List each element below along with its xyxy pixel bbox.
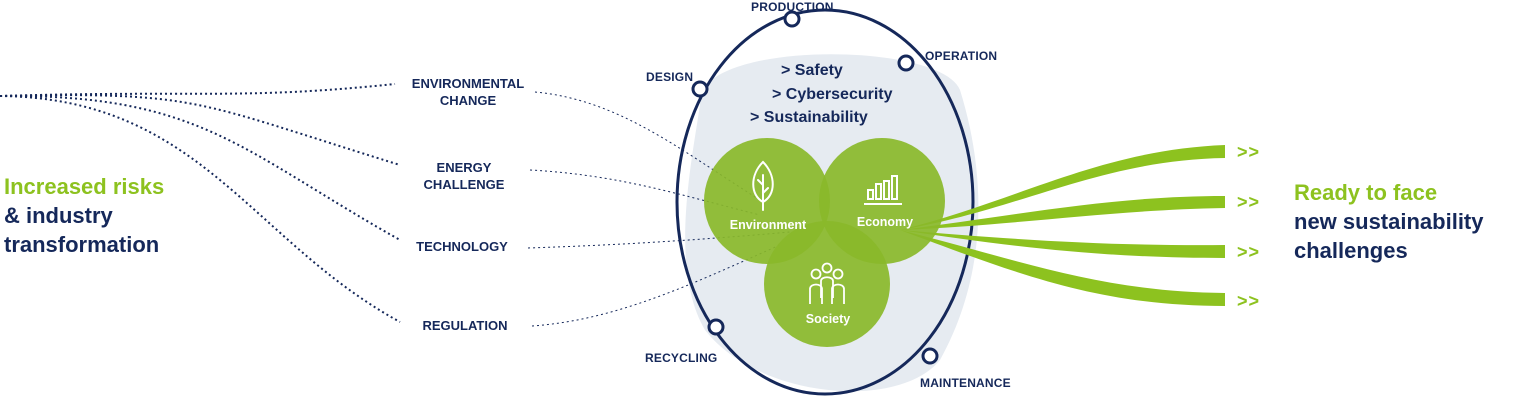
driver-label: CHANGE xyxy=(439,93,497,108)
pillar-economy-label: Economy xyxy=(856,215,914,229)
arrow-mark-1: >> xyxy=(1237,142,1261,162)
lens-sustainability: > Sustainability xyxy=(750,109,868,126)
lifecycle-production: PRODUCTION xyxy=(751,0,834,14)
driver-connectors xyxy=(527,91,791,327)
node-recycling xyxy=(707,318,725,336)
ribbon-3 xyxy=(900,230,1225,258)
left-title-line-3: transformation xyxy=(4,232,160,257)
ribbon-4 xyxy=(900,230,1225,306)
node-maintenance xyxy=(921,347,939,365)
right-title-line-2: new sustainability xyxy=(1294,209,1484,234)
node-production xyxy=(783,10,801,28)
right-title-line-3: challenges xyxy=(1294,238,1408,263)
input-line-1 xyxy=(0,94,401,166)
input-line-4 xyxy=(0,83,396,97)
pillar-society-label: Society xyxy=(805,312,851,326)
lens-safety: > Safety xyxy=(781,62,843,79)
input-line-3 xyxy=(0,95,401,323)
driver-energy-challenge: ENERGY CHALLENGE xyxy=(400,159,528,193)
arrow-mark-2: >> xyxy=(1237,192,1261,212)
connector-technology xyxy=(527,231,791,249)
driver-regulation: REGULATION xyxy=(400,317,530,334)
lifecycle-maintenance: MAINTENANCE xyxy=(920,376,1011,390)
people-icon xyxy=(809,262,845,304)
lens-cybersecurity: > Cybersecurity xyxy=(772,86,893,103)
node-operation xyxy=(897,54,915,72)
driver-environmental-change: ENVIRONMENTAL CHANGE xyxy=(400,75,536,109)
driver-technology: TECHNOLOGY xyxy=(400,238,524,255)
leaf-icon xyxy=(752,160,774,211)
driver-label: ENERGY xyxy=(436,160,492,175)
arrow-mark-3: >> xyxy=(1237,242,1261,262)
node-design xyxy=(691,80,709,98)
lifecycle-operation: OPERATION xyxy=(925,49,998,63)
output-ribbons xyxy=(900,145,1225,306)
connector-environmental xyxy=(534,91,761,201)
pillar-environment-label: Environment xyxy=(729,218,807,232)
arrow-mark-4: >> xyxy=(1237,291,1261,311)
left-title-line-2: & industry xyxy=(4,203,113,228)
lifecycle-recycling: RECYCLING xyxy=(645,351,718,365)
right-title: Ready to face new sustainability challen… xyxy=(1294,178,1484,265)
right-title-line-1: Ready to face xyxy=(1294,180,1438,205)
connector-regulation xyxy=(531,244,781,327)
left-title-line-1: Increased risks xyxy=(4,174,165,199)
left-title: Increased risks & industry transformatio… xyxy=(4,172,164,259)
connector-energy xyxy=(529,169,761,216)
society-circle xyxy=(764,221,890,347)
ribbon-1 xyxy=(900,145,1225,230)
ribbon-2 xyxy=(900,196,1225,230)
lifecycle-nodes xyxy=(691,10,939,365)
pillar-circles xyxy=(704,138,945,347)
driver-label: TECHNOLOGY xyxy=(416,239,508,254)
driver-label: REGULATION xyxy=(422,318,508,333)
lifecycle-ellipse xyxy=(675,8,975,396)
input-line-2 xyxy=(0,94,401,241)
bar-chart-icon xyxy=(864,175,902,205)
input-dotted-lines xyxy=(0,83,401,323)
driver-label: CHALLENGE xyxy=(423,177,505,192)
lifecycle-design: DESIGN xyxy=(646,70,694,84)
driver-label: ENVIRONMENTAL xyxy=(411,76,525,91)
